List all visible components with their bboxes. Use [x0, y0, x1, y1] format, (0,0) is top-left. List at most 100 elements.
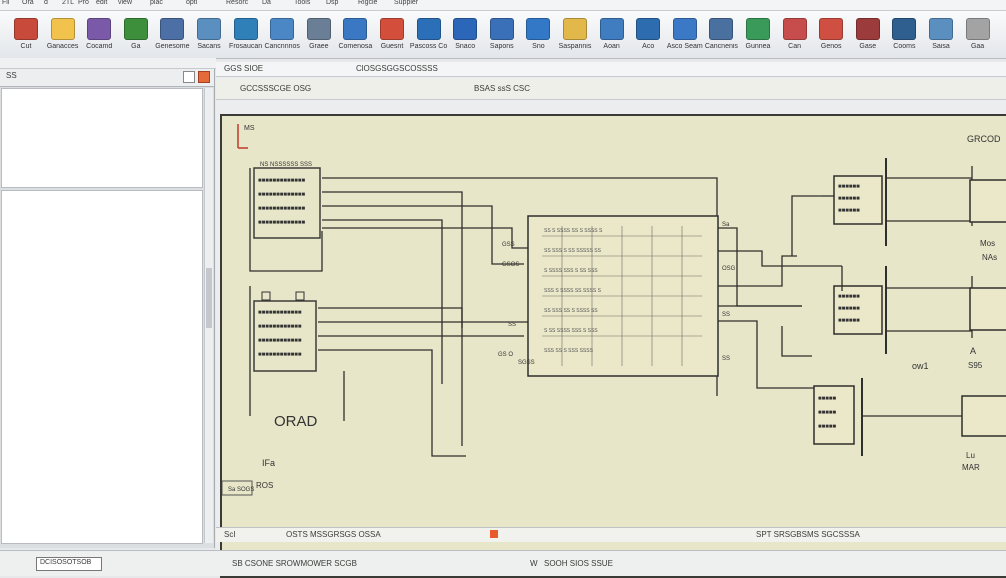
toolbar-button[interactable]: Saspannis: [553, 16, 597, 56]
toolbar-button[interactable]: Sacans: [187, 16, 231, 56]
status-indicator-icon: [490, 530, 498, 538]
menu-item[interactable]: Tools: [294, 0, 311, 6]
svg-text:■■■■■■■■■■■■: ■■■■■■■■■■■■: [258, 352, 302, 358]
toolbar-button[interactable]: Ganacces: [41, 16, 85, 56]
toolbar-button[interactable]: Genesome: [150, 16, 194, 56]
toolbar-button[interactable]: Cut: [4, 16, 48, 56]
menu-item[interactable]: opti: [186, 0, 198, 6]
svg-text:SSS S SSSS SS SSSS S: SSS S SSSS SS SSSS S: [544, 288, 602, 294]
toolbar-button[interactable]: Sno: [516, 16, 560, 56]
properties-list[interactable]: [1, 190, 203, 544]
toolbar-button[interactable]: Gunnea: [736, 16, 780, 56]
status-right: SPT SRSGBSMS SGCSSSA: [756, 530, 860, 539]
toolbar-button[interactable]: Can: [773, 16, 817, 56]
menu-item[interactable]: Resorc: [226, 0, 249, 6]
ref-ros: ROS: [256, 481, 273, 490]
connector-j2[interactable]: ■■■■■■■■■■■■■■■■■■: [833, 266, 887, 354]
toolbar-button[interactable]: Aco: [626, 16, 670, 56]
cloud-icon: [929, 18, 953, 40]
menu-item[interactable]: Suppler: [394, 0, 419, 6]
panel-close-icon[interactable]: [198, 71, 210, 83]
toolbar-button-label: Saisa: [932, 43, 950, 50]
bottom-field[interactable]: [36, 557, 102, 571]
car-icon: [819, 18, 844, 40]
status-left: ScI: [224, 530, 236, 539]
menu-item[interactable]: view: [118, 0, 133, 6]
svg-text:GSOS: GSOS: [502, 262, 519, 268]
svg-text:■■■■■■■■■■■■■: ■■■■■■■■■■■■■: [258, 220, 305, 226]
toolbar-button[interactable]: Graee: [297, 16, 341, 56]
menu-item[interactable]: Dsp: [326, 0, 339, 6]
toolbar-button[interactable]: Aoan: [590, 16, 634, 56]
editor-area: GGS SIOE ClOSGSGGSCOSSSS GCCSSSCGE OSG B…: [216, 62, 1006, 578]
schematic-drawing[interactable]: MS NS NSSSSSS SSS ■■■■■■■■■■■■■ ■■■■■■■■…: [221, 116, 1006, 521]
bottom-status-prefix: W: [530, 559, 538, 568]
panel-restore-icon[interactable]: [183, 71, 195, 83]
bottom-status-text: SB CSONE SROWMOWER SCGB: [232, 559, 357, 568]
net-icon: [233, 18, 258, 40]
svg-text:Sa: Sa: [722, 222, 730, 228]
layout-icon: [343, 18, 368, 40]
menu-item[interactable]: Pro: [78, 0, 89, 6]
toolbar-button-label: Sapons: [489, 43, 514, 50]
toolbar-button[interactable]: Gase: [846, 16, 890, 56]
ref-ow1: ow1: [912, 361, 929, 371]
menu-item[interactable]: plac: [150, 0, 163, 6]
menu-item[interactable]: d: [44, 0, 48, 6]
toolbar-button[interactable]: Genos: [809, 16, 853, 56]
toolbar-button[interactable]: Guesnt: [370, 16, 414, 56]
board-icon: [746, 18, 770, 40]
menu-item[interactable]: edit: [96, 0, 108, 6]
connector-block-1[interactable]: NS NSSSSSS SSS ■■■■■■■■■■■■■ ■■■■■■■■■■■…: [253, 162, 321, 239]
toolbar-button[interactable]: Sapons: [480, 16, 524, 56]
toolbar-button-label: Cancnenis: [704, 43, 738, 50]
toolbar-button-label: Asco Seam: [666, 43, 703, 50]
toolbar-button[interactable]: Frosaucan: [224, 16, 268, 56]
box-icon: [306, 18, 331, 40]
toolbar-button-label: Aoan: [603, 43, 620, 50]
toolbar-button[interactable]: Saisa: [919, 16, 963, 56]
svg-text:■■■■■■: ■■■■■■: [838, 306, 860, 312]
chip-icon: [87, 18, 112, 40]
toolbar-button-label: Sno: [532, 43, 545, 50]
monitor-icon: [672, 18, 697, 40]
toolbar-button-label: Cancnnnos: [264, 43, 300, 50]
toolbar-button[interactable]: Cocamd: [77, 16, 121, 56]
lock-icon: [965, 18, 990, 40]
svg-text:■■■■■■■■■■■■: ■■■■■■■■■■■■: [258, 338, 302, 344]
main-ic[interactable]: SS S SSSS SS S SSSS S SS SSS S SS SSSSS …: [498, 215, 736, 377]
output-wires: [718, 195, 842, 389]
panel-scrollbar[interactable]: [204, 88, 213, 543]
connector-j3[interactable]: ■■■■■■■■■■■■■■■: [813, 378, 863, 456]
schematic-labels: GRCOD ORAD ow1 A S95 Mos NAs MAR Lu IFa …: [256, 134, 1001, 490]
svg-text:SS: SS: [722, 356, 730, 362]
svg-text:SSS SS S SSS SSSS: SSS SS S SSS SSSS: [544, 348, 594, 354]
scrollbar-thumb[interactable]: [206, 268, 212, 328]
connector-block-2[interactable]: ■■■■■■■■■■■■ ■■■■■■■■■■■■ ■■■■■■■■■■■■ ■…: [253, 291, 317, 372]
toolbar-button[interactable]: Ga: [114, 16, 158, 56]
toolbar-button[interactable]: Cancnnnos: [260, 16, 304, 56]
connector-j4[interactable]: [961, 179, 1006, 437]
toolbar-button[interactable]: Pascoss Co: [407, 16, 451, 56]
menu-item[interactable]: 2TL: [62, 0, 75, 6]
toolbar-button-label: Gaa: [970, 43, 985, 50]
toolbar-button[interactable]: Cancnenis: [699, 16, 743, 56]
menu-item[interactable]: Ora: [22, 0, 34, 6]
toolbar-button-label: Comenosa: [338, 43, 373, 50]
menu-item[interactable]: Fil: [2, 0, 10, 6]
menu-item[interactable]: Da: [262, 0, 271, 6]
menu-item[interactable]: Rigcle: [358, 0, 378, 6]
toolbar-button-label: Genesome: [155, 43, 190, 50]
toolbar-button[interactable]: Cooms: [882, 16, 926, 56]
toolbar-button[interactable]: Gaa: [956, 16, 1000, 56]
project-tree[interactable]: [1, 88, 203, 188]
toolbar-button[interactable]: Asco Seam: [663, 16, 707, 56]
connector-j1[interactable]: ■■■■■■■■■■■■■■■■■■: [833, 158, 887, 246]
panel-icon: [709, 18, 734, 40]
document-tab[interactable]: BSAS ssS CSC: [474, 84, 531, 93]
toolbar-button-label: Frosaucan: [229, 43, 263, 50]
schematic-sheet[interactable]: MS NS NSSSSSS SSS ■■■■■■■■■■■■■ ■■■■■■■■…: [220, 114, 1006, 578]
toolbar-button[interactable]: Comenosa: [333, 16, 377, 56]
toolbar-button-label: Can: [788, 43, 802, 50]
toolbar-button[interactable]: Snaco: [443, 16, 487, 56]
